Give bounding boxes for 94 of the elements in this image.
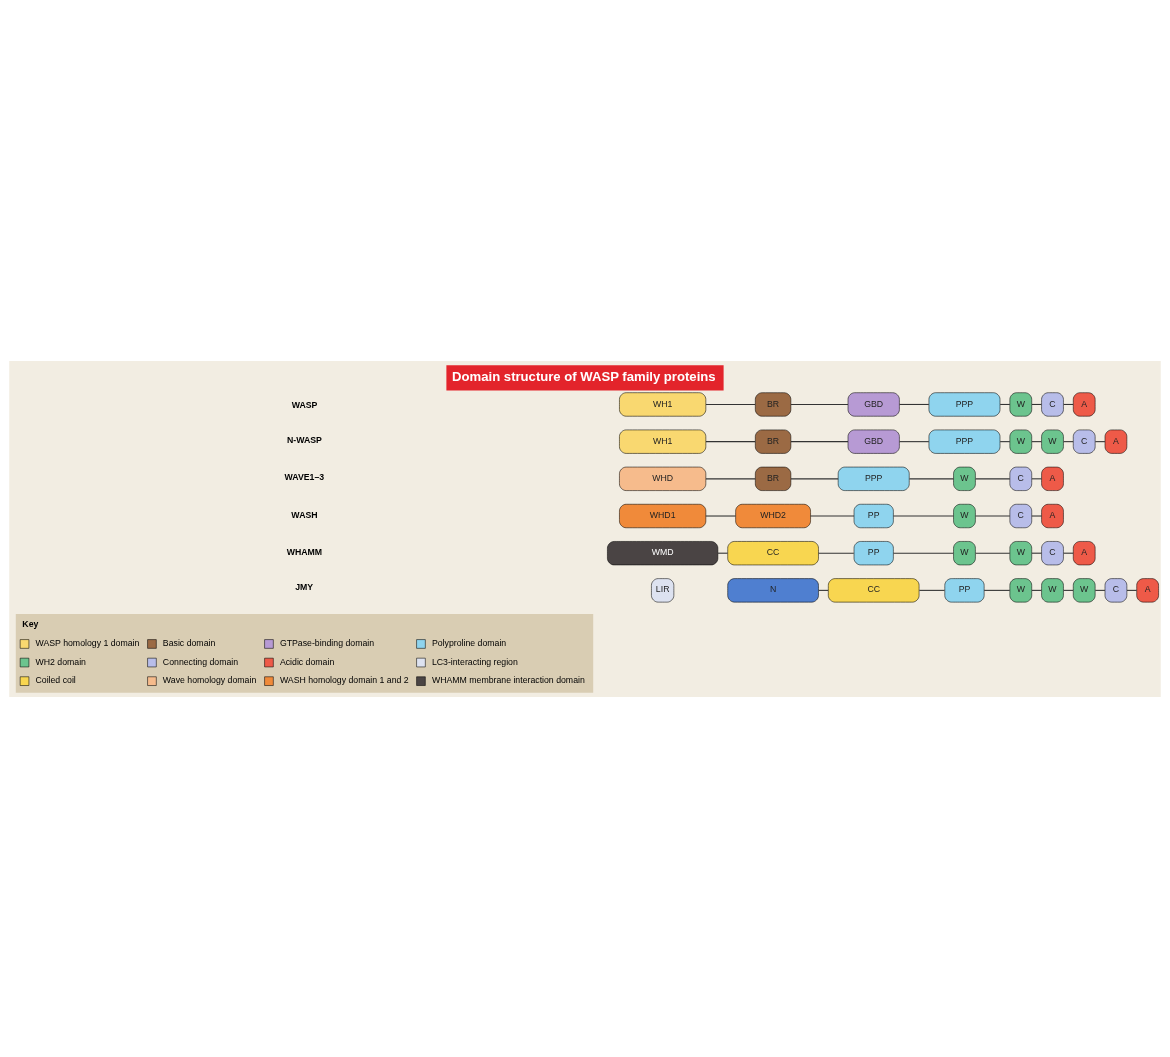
connector <box>999 403 1011 405</box>
legend-label: WASH homology domain 1 and 2 <box>279 674 409 685</box>
node-box: WHD1 <box>619 503 707 528</box>
node-box: N <box>727 577 819 602</box>
node-box: PPP <box>837 466 910 491</box>
node-box: C <box>1073 429 1096 454</box>
node-box: CC <box>727 540 819 565</box>
connector <box>1126 589 1138 591</box>
node-box: A <box>1073 540 1096 565</box>
diagram-title: Domain structure of WASP family proteins <box>452 368 716 384</box>
node-box: A <box>1073 391 1096 416</box>
connector <box>1094 589 1106 591</box>
connector <box>918 589 946 591</box>
node-box: BR <box>755 466 792 491</box>
connector <box>1031 589 1043 591</box>
legend-label: WHAMM membrane interaction domain <box>431 674 585 685</box>
node-box: A <box>1041 503 1064 528</box>
node-box: WH1 <box>619 391 707 416</box>
connector <box>1031 477 1043 479</box>
connector <box>983 589 1011 591</box>
node-box: C <box>1104 577 1128 602</box>
node-box: WHD2 <box>735 503 811 528</box>
connector <box>898 403 930 405</box>
connector <box>705 477 756 479</box>
node-box: WH1 <box>619 429 707 454</box>
node-box: PP <box>853 503 894 528</box>
legend-label: GTPase-binding domain <box>279 637 375 648</box>
legend-label: Basic domain <box>162 637 216 648</box>
node-box: W <box>1009 429 1032 454</box>
connector <box>975 552 1011 554</box>
connector <box>898 440 930 442</box>
legend-label: Polyproline domain <box>431 637 507 648</box>
node-box: A <box>1136 577 1159 602</box>
node-box: PP <box>944 577 985 602</box>
node-box: W <box>953 540 976 565</box>
connector <box>790 440 849 442</box>
node-box: BR <box>755 391 792 416</box>
connector <box>1031 403 1043 405</box>
node-box: C <box>1009 466 1032 491</box>
legend-label: LC3-interacting region <box>431 656 518 667</box>
node-box: W <box>1009 540 1032 565</box>
connector <box>810 514 855 517</box>
connector <box>975 477 1011 479</box>
node-box: GBD <box>847 429 900 454</box>
label: JMY <box>295 581 314 592</box>
node-box: W <box>953 466 976 491</box>
connector <box>1031 440 1043 442</box>
node-box: GBD <box>847 391 900 416</box>
node-box: A <box>1104 429 1128 454</box>
connector <box>908 477 955 479</box>
legend-label: WH2 domain <box>35 656 86 667</box>
node-box: PPP <box>928 429 1001 454</box>
node-box: W <box>1041 577 1064 602</box>
node-box: PPP <box>928 391 1001 416</box>
label: N-WASP <box>287 434 322 445</box>
legend-label: Wave homology domain <box>162 674 257 685</box>
connector <box>705 403 756 405</box>
node-box: C <box>1009 503 1032 528</box>
node-box: W <box>1073 577 1096 602</box>
connector <box>975 514 1011 517</box>
node-box: CC <box>828 577 920 602</box>
node-box: W <box>1041 429 1064 454</box>
connector <box>892 552 954 554</box>
node-box: WHD <box>619 466 707 491</box>
label: WAVE1–3 <box>284 471 325 482</box>
node-box: LIR <box>651 577 675 602</box>
node-box: WMD <box>607 540 719 565</box>
connector <box>1031 514 1043 517</box>
connector <box>705 514 737 517</box>
legend-label: Connecting domain <box>162 656 239 667</box>
legend-label: WASP homology 1 domain <box>35 637 140 648</box>
connector <box>790 403 849 405</box>
connector <box>892 514 954 517</box>
label: WASP <box>291 399 318 410</box>
label: Key <box>22 618 39 629</box>
node-box: W <box>1009 391 1032 416</box>
node-box: PP <box>853 540 894 565</box>
node-box: A <box>1041 466 1064 491</box>
connector <box>818 552 855 554</box>
legend-label: Acidic domain <box>279 656 335 667</box>
connector <box>999 440 1011 442</box>
node-box: C <box>1041 391 1064 416</box>
node-box: BR <box>755 429 792 454</box>
connector <box>1031 552 1043 554</box>
node-box: W <box>1009 577 1032 602</box>
legend-label: Coiled coil <box>35 674 76 685</box>
node-box: W <box>953 503 976 528</box>
connector <box>717 552 729 554</box>
connector <box>705 440 756 442</box>
label: WHAMM <box>286 546 323 557</box>
connector <box>1094 440 1106 442</box>
node-box: C <box>1041 540 1064 565</box>
connector <box>790 477 839 479</box>
label: WASH <box>291 509 318 520</box>
